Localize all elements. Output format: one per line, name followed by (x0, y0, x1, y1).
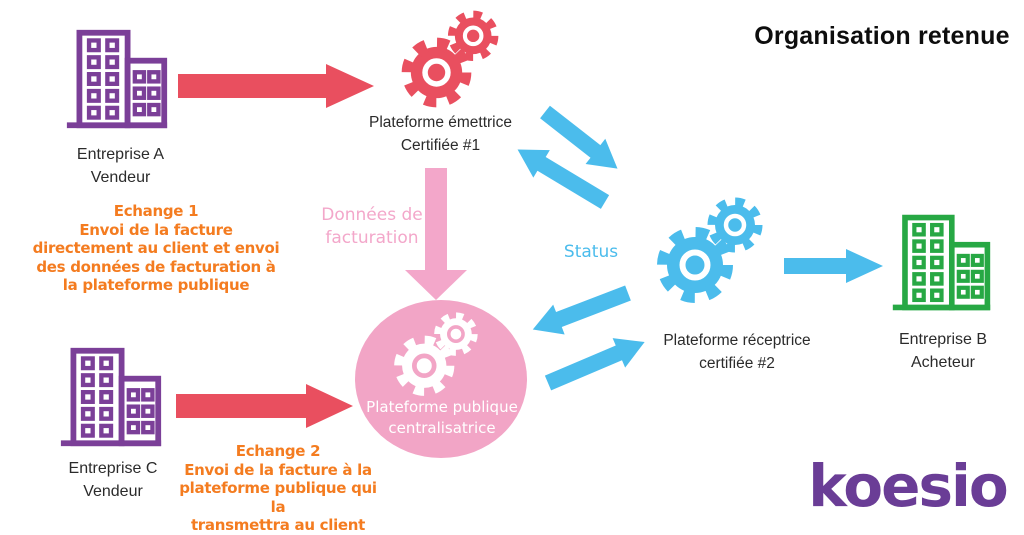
company-a-building-icon (64, 27, 170, 131)
company-a-role: Vendeur (90, 169, 151, 186)
exchange1-line: directement au client et envoi (32, 239, 280, 257)
exchange2-line: Envoi de la facture à la (184, 460, 372, 479)
receiving-platform-name: Plateforme réceptrice (663, 332, 811, 349)
company-c-building-icon (58, 345, 164, 449)
status-label: Status (563, 242, 619, 262)
arrow-down-right (540, 105, 618, 169)
exchange1-line: des données de facturation à (36, 257, 276, 276)
exchange1-line: la plateforme publique (62, 276, 250, 294)
status-arrows-bottom (532, 285, 645, 391)
emitting-platform-cert: Certifiée #1 (400, 137, 481, 154)
arrow-c-to-public (176, 384, 353, 428)
company-b-label: Entreprise B Acheteur (880, 328, 1006, 374)
public-platform-gears-icon (391, 304, 486, 399)
company-a-name: Entreprise A (76, 146, 165, 163)
arrow-to-receiving (544, 338, 645, 391)
company-c-label: Entreprise C Vendeur (50, 457, 176, 503)
company-c-role: Vendeur (83, 483, 143, 500)
exchange1-line: Echange 1 (113, 202, 199, 220)
exchange1-line: Envoi de la facture (79, 220, 233, 239)
receiving-platform-label: Plateforme réceptrice certifiée #2 (643, 329, 831, 375)
exchange2-note: Echange 2 Envoi de la facture à la plate… (170, 442, 386, 535)
billing-data-line1: Données de (321, 205, 423, 225)
arrow-emitting-to-public (405, 168, 467, 300)
company-b-name: Entreprise B (898, 331, 988, 348)
koesio-logo: koesio (808, 452, 1008, 520)
exchange2-line: transmettra au client (190, 516, 366, 534)
company-b-role: Acheteur (910, 354, 976, 371)
emitting-platform-gears-icon (398, 1, 508, 111)
public-platform-role: centralisatrice (388, 419, 496, 437)
arrow-to-public (532, 285, 631, 335)
arrow-receiving-to-b (784, 249, 883, 283)
status-arrows-top (517, 105, 618, 209)
receiving-platform-gears-icon (653, 187, 773, 307)
exchange2-line: plateforme publique qui la (179, 479, 377, 516)
company-b-building-icon (890, 212, 993, 313)
arrow-a-to-emitting (178, 64, 374, 108)
company-c-name: Entreprise C (68, 460, 158, 477)
arrow-up-left (517, 149, 610, 209)
receiving-platform-cert: certifiée #2 (699, 355, 775, 372)
billing-data-line2: facturation (325, 228, 419, 248)
page-title: Organisation retenue (754, 22, 1010, 50)
billing-data-label: Données de facturation (318, 204, 426, 250)
emitting-platform-name: Plateforme émettrice (369, 114, 512, 131)
public-platform-name: Plateforme publique (366, 398, 518, 416)
exchange2-line: Echange 2 (235, 442, 321, 460)
company-a-label: Entreprise A Vendeur (58, 143, 183, 189)
public-platform-label: Plateforme publique centralisatrice (360, 397, 524, 439)
emitting-platform-label: Plateforme émettrice Certifiée #1 (348, 111, 533, 157)
exchange1-note: Echange 1 Envoi de la facture directemen… (12, 202, 300, 295)
